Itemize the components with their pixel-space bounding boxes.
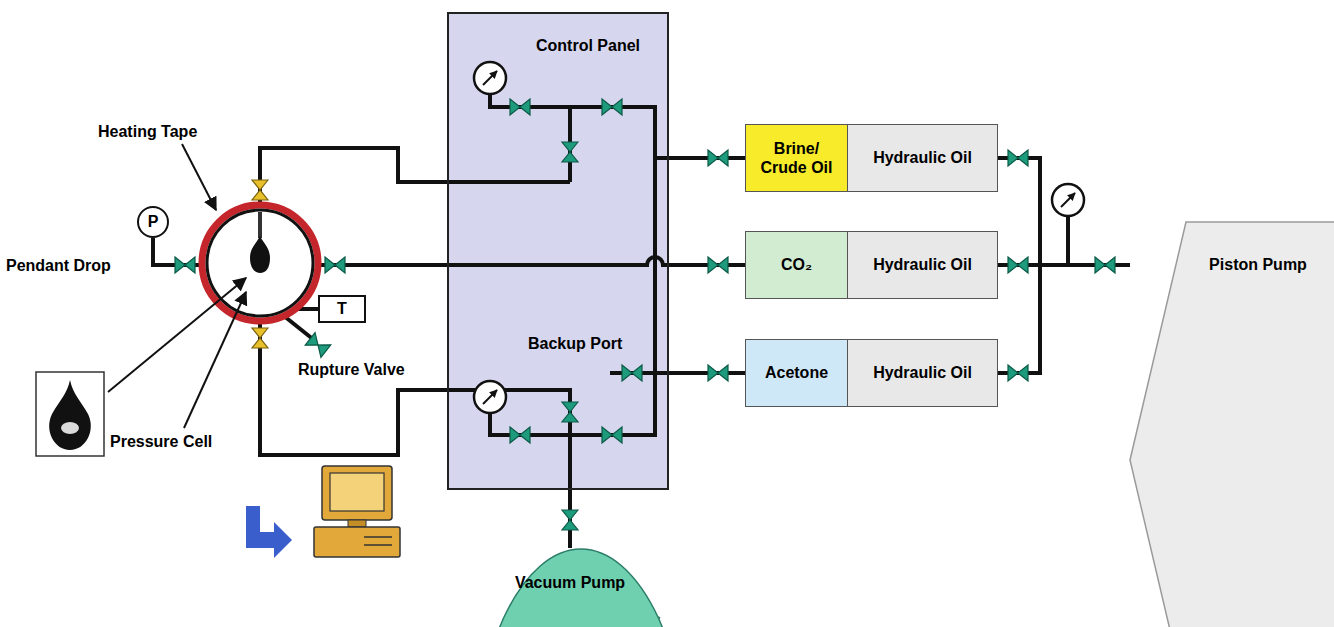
leader-line (184, 292, 246, 428)
gauge-dial (474, 381, 506, 413)
pipe (318, 257, 745, 265)
pump-body (1130, 222, 1334, 627)
hydraulic-cell: Hydraulic Oil (847, 124, 998, 192)
vacuum-pump: Vacuum Pump (470, 548, 670, 618)
leader-line (182, 144, 216, 210)
computer-monitor (322, 466, 392, 520)
part-label: Heating Tape (98, 122, 197, 141)
pressure-gauge: P (137, 206, 169, 238)
gauge-needle (1061, 193, 1075, 207)
valve (708, 257, 728, 273)
temperature-box-text: T (337, 299, 347, 318)
rupture-valve (305, 333, 331, 358)
valve (1008, 257, 1028, 273)
pendant-drop (250, 236, 270, 273)
panel-fill (447, 12, 669, 490)
pipe-connector (998, 158, 1130, 265)
valve (1008, 365, 1028, 381)
pipe (1038, 158, 1042, 373)
gauge-dial (474, 62, 506, 94)
valve (622, 365, 642, 381)
gauge-needle (483, 390, 497, 404)
pressure-gauge (1052, 184, 1084, 216)
part-label: Rupture Valve (298, 360, 405, 379)
pressure-gauge (474, 62, 506, 94)
valve (562, 510, 578, 530)
control-panel-text: Control Panel (536, 36, 640, 55)
computer-screen (330, 473, 384, 511)
pump-outline (1130, 221, 1334, 627)
valve (1095, 257, 1115, 273)
fluid-cell-text: Brine/ Crude Oil (750, 139, 843, 177)
part-label: Backup Port (528, 334, 622, 353)
hydraulic-cell: Hydraulic Oil (847, 231, 998, 299)
needle (258, 212, 262, 238)
drive-slot (364, 536, 392, 538)
pipe (260, 320, 570, 490)
pipe-connector (669, 156, 745, 160)
hydraulic-cell-text: Hydraulic Oil (873, 363, 972, 382)
hydraulic-cell-text: Hydraulic Oil (873, 255, 972, 274)
vacuum-pump-text: Vacuum Pump (515, 573, 625, 592)
pipe-connector (669, 371, 745, 375)
valve (708, 365, 728, 381)
hydraulic-cell: Hydraulic Oil (847, 339, 998, 407)
computer-stand (348, 520, 366, 527)
valve (175, 257, 195, 273)
valve (510, 427, 530, 443)
fluid-cell: CO₂ (745, 231, 848, 299)
valve (562, 142, 578, 162)
fluid-cell-text: Acetone (765, 363, 828, 382)
pipe (655, 156, 669, 160)
piston-pump: Piston Pump (1130, 221, 1334, 309)
drop-silhouette (49, 380, 91, 450)
gauge-needle (483, 71, 497, 85)
pressure-cell (202, 205, 318, 321)
pipe (260, 148, 570, 205)
pipe (284, 316, 314, 340)
cell-wall (207, 210, 313, 316)
fluid-cell-text: CO₂ (781, 255, 812, 274)
computer-base (314, 527, 400, 557)
valve (562, 402, 578, 422)
leader-line (108, 278, 246, 392)
fluid-cell: Acetone (745, 339, 848, 407)
pump-body (471, 549, 691, 627)
gauge-dial (1052, 184, 1084, 216)
valve (602, 427, 622, 443)
fluid-cell: Brine/ Crude Oil (745, 124, 848, 192)
drop-image (36, 372, 104, 456)
valve (708, 150, 728, 166)
drop-highlight (61, 422, 79, 434)
valve (252, 328, 268, 348)
data-arrow (246, 506, 292, 558)
piston-pump-text: Piston Pump (1209, 255, 1307, 274)
valve (1008, 150, 1028, 166)
pressure-gauge-text: P (148, 212, 159, 231)
valve (252, 180, 268, 200)
part-label: Pressure Cell (110, 432, 212, 451)
pipe-connector (998, 265, 1130, 373)
control-panel: Control Panel (447, 12, 669, 490)
pipe (1066, 216, 1070, 265)
hydraulic-cell-text: Hydraulic Oil (873, 148, 972, 167)
pressure-gauge (474, 381, 506, 413)
part-label: Pendant Drop (6, 256, 111, 275)
valve (602, 99, 622, 115)
drive-slot (364, 544, 392, 546)
temperature-box: T (318, 295, 366, 323)
valve (325, 257, 345, 273)
valve (510, 99, 530, 115)
